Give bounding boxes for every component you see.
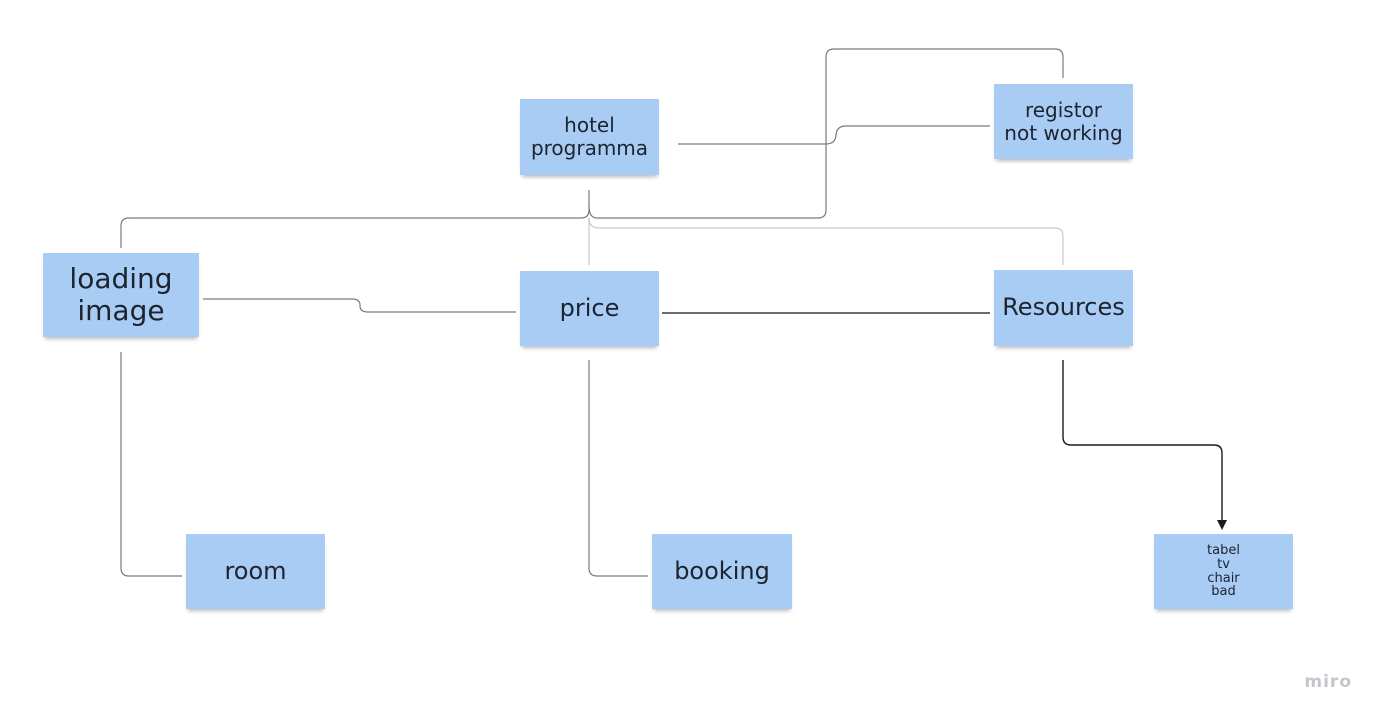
note-resources-label: Resources [1002,293,1125,322]
miro-logo: miro [1304,672,1352,692]
connector-resources-items [1062,360,1227,530]
note-loading-image[interactable]: loading image [43,253,199,337]
note-price[interactable]: price [520,271,659,346]
note-room[interactable]: room [186,534,325,609]
note-resources[interactable]: Resources [994,270,1133,346]
note-resource-items[interactable]: tabel tv chair bad [1154,534,1293,609]
connector-hotel-resources [588,217,1064,265]
connector-hotel-registor [678,125,990,145]
note-registor-not-working[interactable]: registor not working [994,84,1133,159]
connector-loading-price [203,298,516,313]
connector-loading-room [120,352,182,577]
note-room-label: room [224,556,287,585]
connector-loading-registor [588,48,1064,219]
note-registor-label: registor not working [1004,97,1123,145]
note-hotel-programma[interactable]: hotel programma [520,99,659,175]
note-booking-label: booking [674,556,770,585]
note-hotel-programma-label: hotel programma [530,113,649,160]
note-resource-items-label: tabel tv chair bad [1207,543,1240,600]
connector-hotel-loading [120,190,590,248]
note-loading-image-label: loading image [69,261,173,327]
connector-price-booking [588,360,648,577]
note-price-label: price [559,293,620,322]
note-booking[interactable]: booking [652,534,792,609]
